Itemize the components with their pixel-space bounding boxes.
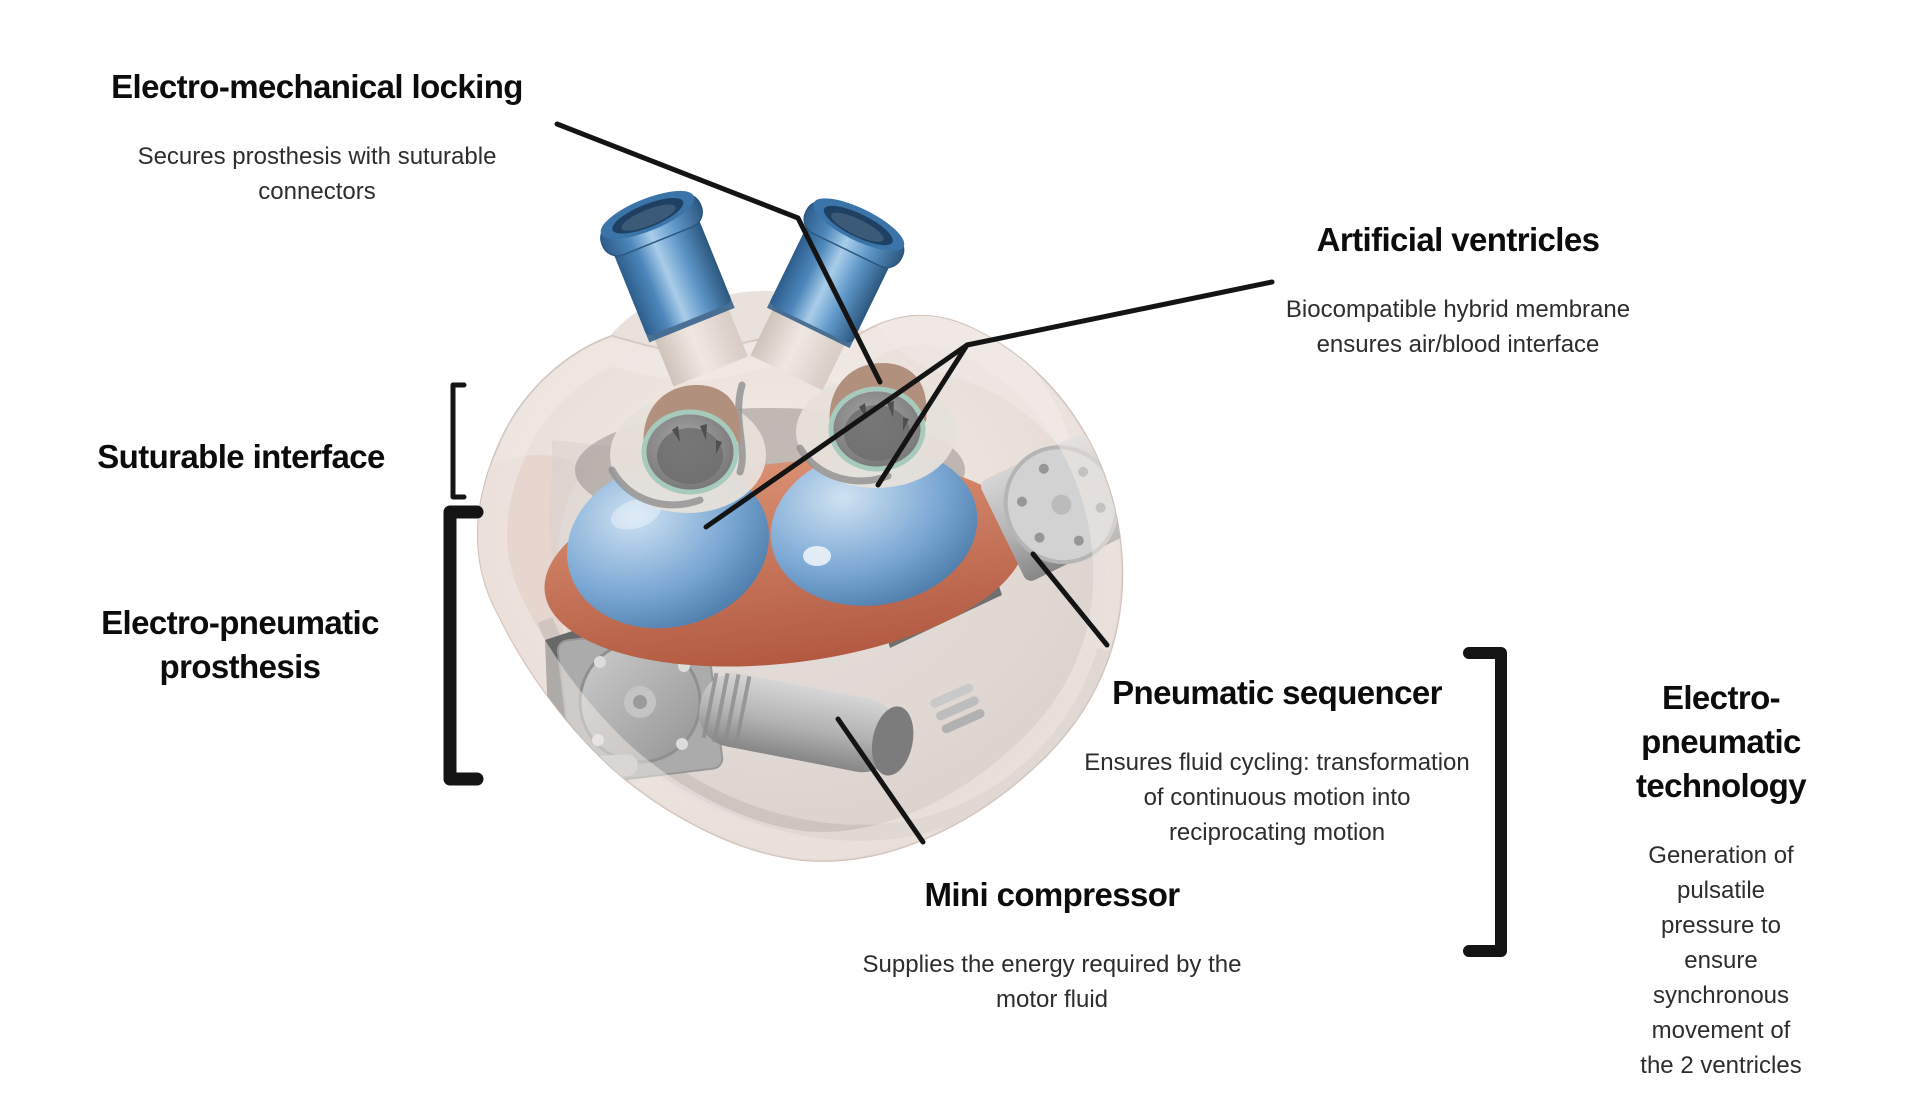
- label-title: Suturable interface: [97, 438, 385, 475]
- label-description: Secures prosthesis with suturable connec…: [137, 143, 497, 205]
- valve-right: [828, 362, 927, 472]
- label-suturable-interface: Suturable interface: [97, 417, 385, 497]
- label-description: Generation of pulsatile pressure to ensu…: [1640, 842, 1802, 1079]
- label-description: Biocompatible hybrid membrane ensures ai…: [1285, 296, 1631, 358]
- label-title: Mini compressor: [924, 876, 1180, 913]
- label-electro-pneumatic-prosthesis: Electro-pneumatic prosthesis: [101, 583, 379, 707]
- leader-mini-compressor: [835, 716, 926, 845]
- label-title: Artificial ventricles: [1316, 221, 1600, 258]
- label-electro-pneumatic-technology: Electro-pneumatic technology Generation …: [1622, 658, 1821, 1101]
- label-description: Ensures fluid cycling: transformation of…: [1084, 749, 1470, 846]
- compressor-barrel: [699, 672, 914, 776]
- label-description: Supplies the energy required by the moto…: [862, 951, 1242, 1013]
- leader-pneumatic-sequencer: [1030, 551, 1110, 648]
- bracket-suturable-interface: [450, 382, 467, 500]
- leader-artificial-ventricles: [703, 279, 1275, 530]
- bracket-electro-pneumatic-technology: [1463, 647, 1507, 957]
- label-pneumatic-sequencer: Pneumatic sequencer Ensures fluid cyclin…: [1084, 653, 1470, 868]
- blue-tube-left: [600, 190, 748, 387]
- bracket-electro-pneumatic-prosthesis: [443, 505, 484, 786]
- label-title: Electro-pneumatic prosthesis: [101, 604, 379, 685]
- leader-electro-mechanical-locking: [554, 121, 883, 385]
- shell-right-shoulder: [870, 315, 1075, 465]
- blue-tube-right: [750, 198, 905, 391]
- valve-left: [641, 384, 741, 495]
- label-electro-mechanical-locking: Electro-mechanical locking Secures prost…: [111, 47, 523, 227]
- label-title: Pneumatic sequencer: [1112, 674, 1442, 711]
- label-title: Electro-mechanical locking: [111, 68, 523, 105]
- compressor-bellows: [930, 683, 985, 734]
- label-title: Electro-pneumatic technology: [1635, 679, 1807, 804]
- label-mini-compressor: Mini compressor Supplies the energy requ…: [863, 855, 1242, 1035]
- ventricle-dome-right: [770, 448, 978, 606]
- label-artificial-ventricles: Artificial ventricles Biocompatible hybr…: [1286, 200, 1630, 380]
